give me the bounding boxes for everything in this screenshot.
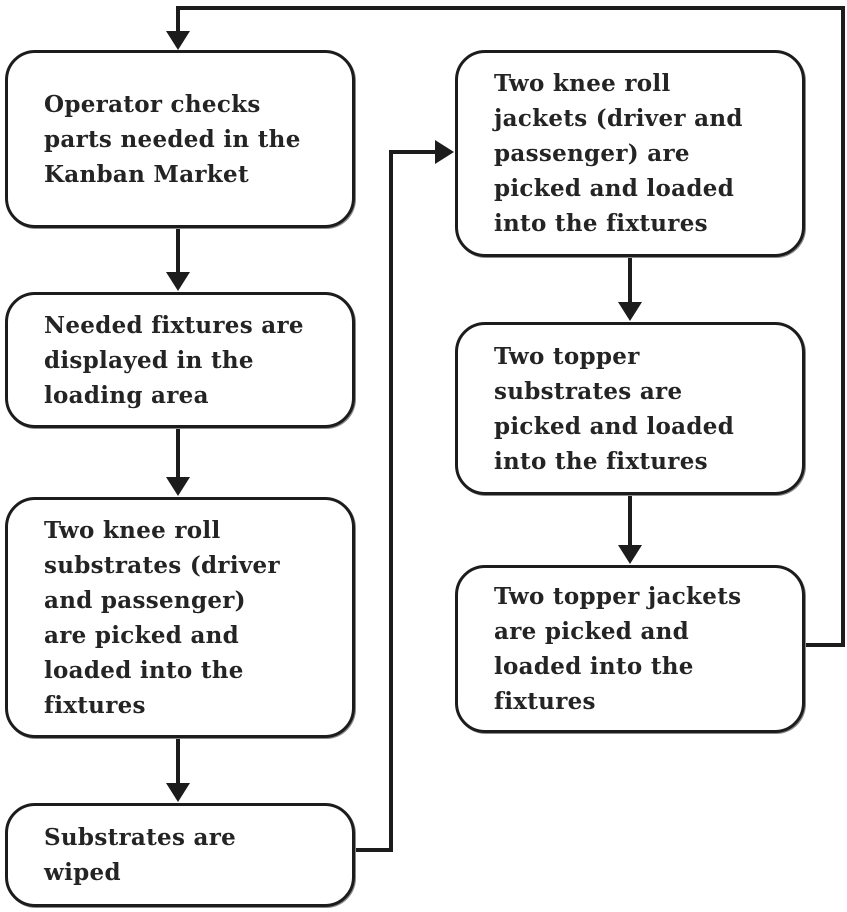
flow-node-kneeroll-jackets: Two knee roll jackets (driver and passen… (455, 50, 805, 257)
arrowhead-into-kneeroll-substrates (166, 477, 190, 496)
arrowhead-into-substrates-wiped (166, 783, 190, 802)
flow-node-needed-fixtures: Needed fixtures are displayed in the loa… (5, 292, 355, 428)
flow-node-topper-substrates: Two topper substrates are picked and loa… (455, 322, 805, 495)
flow-node-kneeroll-substrates: Two knee roll substrates (driver and pas… (5, 497, 355, 738)
arrowhead-into-operator-checks (166, 31, 190, 50)
flow-node-operator-checks: Operator checks parts needed in the Kanb… (5, 50, 355, 228)
arrowhead-into-needed-fixtures (166, 272, 190, 291)
arrowhead-into-topper-substrates (618, 302, 642, 321)
arrowhead-into-kneeroll-jackets (435, 140, 454, 164)
edge-substrates-wiped-to-kneeroll-jackets (355, 150, 436, 852)
arrowhead-into-topper-jackets (618, 545, 642, 564)
flow-node-topper-jackets: Two topper jackets are picked and loaded… (455, 565, 805, 733)
flow-node-substrates-wiped: Substrates are wiped (5, 803, 355, 907)
